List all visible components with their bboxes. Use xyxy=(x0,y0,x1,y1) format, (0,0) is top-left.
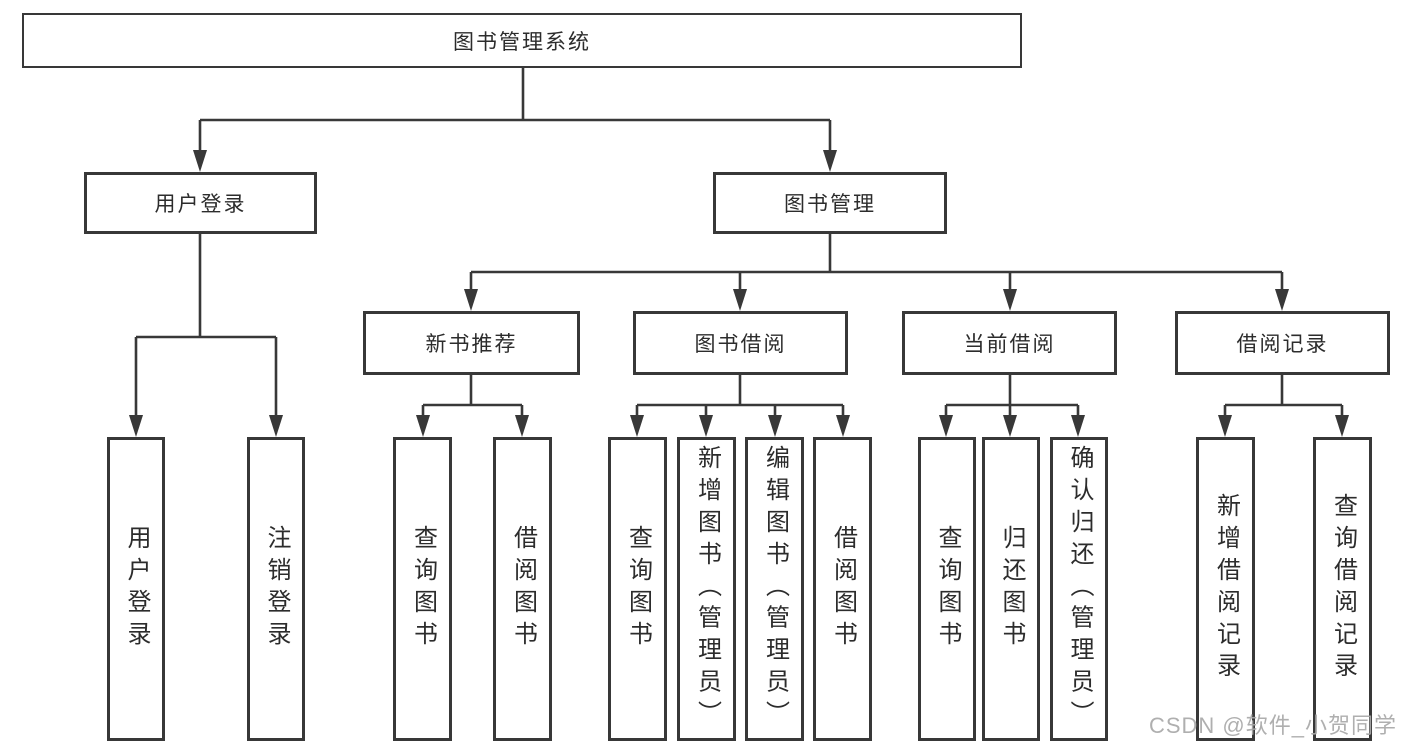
leaf-current-query-books: 查询图书 xyxy=(918,437,976,741)
leaf-logout: 注销登录 xyxy=(247,437,305,741)
connector-book-borrowing-to-leaves xyxy=(630,375,850,437)
node-label: 当前借阅 xyxy=(963,333,1056,356)
leaf-records-query-record: 查询借阅记录 xyxy=(1313,437,1372,741)
node-label: 图书借阅 xyxy=(694,333,787,356)
leaf-borrow-borrow-books: 借阅图书 xyxy=(813,437,872,741)
node-new-book-recommend: 新书推荐 xyxy=(363,311,580,375)
connector-root-to-level2 xyxy=(193,68,837,172)
connector-user-login-to-leaves xyxy=(129,234,283,437)
leaf-newrec-borrow-books: 借阅图书 xyxy=(493,437,552,741)
csdn-watermark: CSDN @软件_小贺同学 xyxy=(1148,713,1397,738)
node-label: 图书管理 xyxy=(784,193,876,216)
leaf-newrec-query-books: 查询图书 xyxy=(393,437,452,741)
leaf-borrow-add-books-admin: 新增图书（管理员） xyxy=(677,437,736,741)
node-label: 图书管理系统 xyxy=(453,30,591,54)
leaf-borrow-edit-books-admin: 编辑图书（管理员） xyxy=(745,437,804,741)
connector-new-book-recommend-to-leaves xyxy=(416,375,529,437)
leaf-records-add-record: 新增借阅记录 xyxy=(1196,437,1255,741)
node-book-borrowing: 图书借阅 xyxy=(633,311,848,375)
node-current-borrowing: 当前借阅 xyxy=(902,311,1117,375)
node-book-management: 图书管理 xyxy=(713,172,947,234)
node-label: 用户登录 xyxy=(154,193,247,216)
connector-book-management-to-level3 xyxy=(464,234,1289,311)
node-label: 借阅记录 xyxy=(1236,333,1329,356)
connector-borrowing-records-to-leaves xyxy=(1218,375,1349,437)
leaf-current-return-books: 归还图书 xyxy=(982,437,1040,741)
leaf-user-login: 用户登录 xyxy=(107,437,165,741)
connector-current-borrowing-to-leaves xyxy=(939,375,1085,437)
node-borrowing-records: 借阅记录 xyxy=(1175,311,1390,375)
node-library-management-system: 图书管理系统 xyxy=(22,13,1022,68)
leaf-current-confirm-return-admin: 确认归还（管理员） xyxy=(1050,437,1108,741)
node-label: 新书推荐 xyxy=(425,333,518,356)
leaf-borrow-query-books: 查询图书 xyxy=(608,437,667,741)
node-user-login: 用户登录 xyxy=(84,172,317,234)
